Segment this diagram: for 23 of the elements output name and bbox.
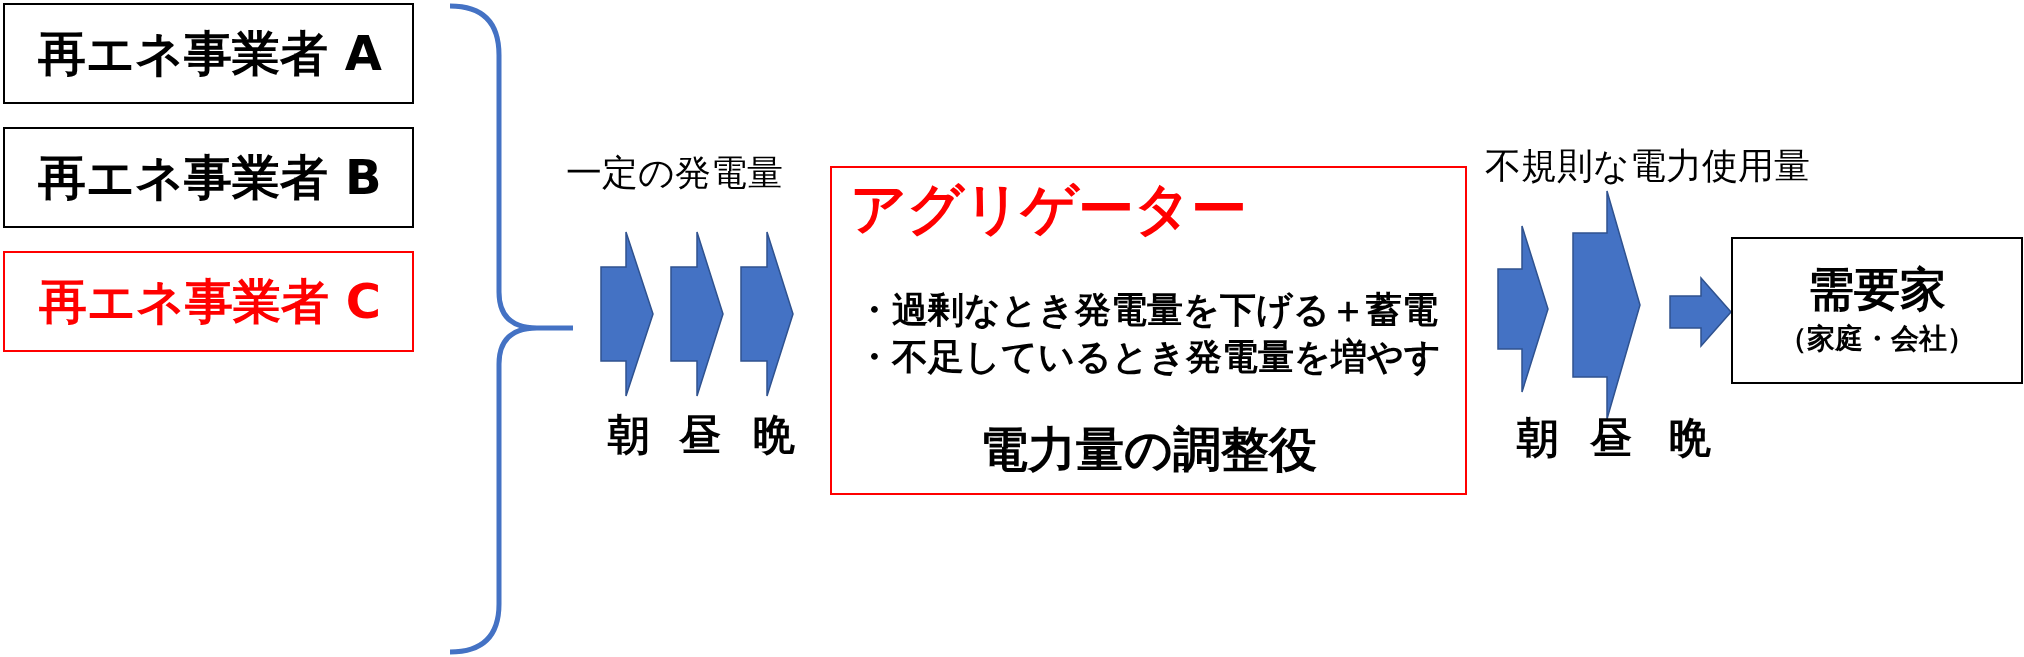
time-label: 昼 — [1590, 413, 1632, 463]
heading: 需要家 — [1808, 262, 1946, 316]
time-label: 昼 — [679, 410, 721, 460]
heading: 再エネ事業者 A — [38, 26, 382, 82]
bullet-item: ・不足しているとき発電量を増やす — [856, 336, 1441, 378]
time-label: 朝 — [608, 410, 650, 460]
block-arrow — [1669, 276, 1732, 348]
arrow-caption: 一定の発電量 — [566, 152, 783, 194]
aggregator-box — [830, 166, 1467, 495]
time-label: 晩 — [753, 410, 795, 460]
heading: 再エネ事業者 B — [38, 150, 382, 206]
heading: 再エネ事業者 C — [39, 274, 381, 330]
subheading: （家庭・会社） — [1779, 322, 1975, 356]
subheading: 電力量の調整役 — [979, 422, 1317, 478]
consumer-box — [1731, 237, 2023, 384]
arrow-caption: 不規則な電力使用量 — [1485, 145, 1810, 187]
provider-box — [3, 3, 414, 104]
time-label: 晩 — [1669, 413, 1711, 463]
heading: アグリゲーター — [850, 176, 1247, 242]
time-label: 朝 — [1517, 413, 1559, 463]
bullet-item: ・過剰なとき発電量を下げる＋蓄電 — [856, 289, 1438, 331]
provider-box — [3, 251, 414, 352]
provider-box — [3, 127, 414, 228]
